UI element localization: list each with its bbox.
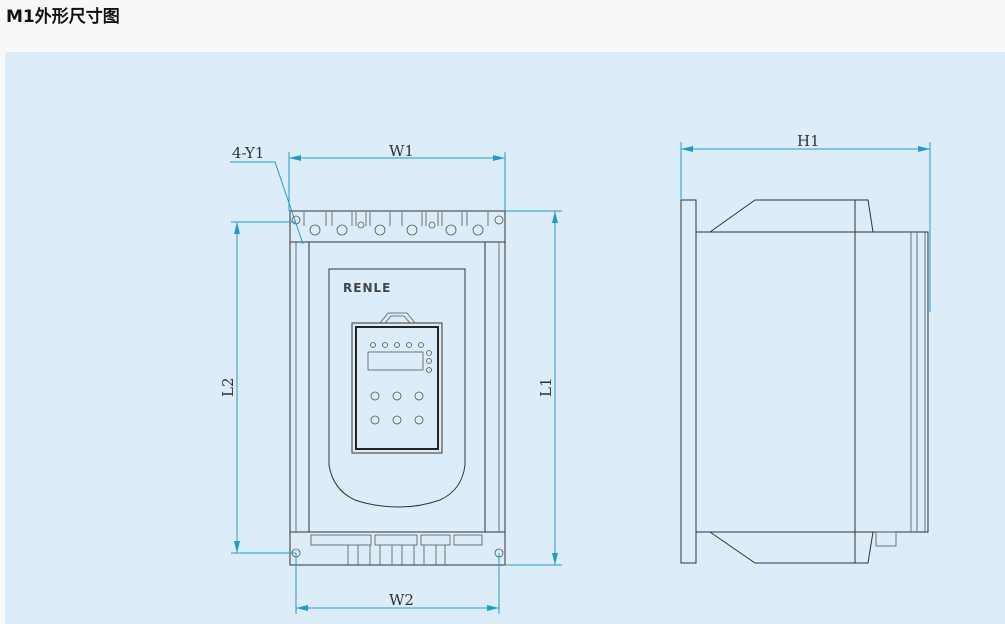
label-w2: W2 (389, 591, 414, 609)
side-view: H1 (680, 132, 931, 564)
label-l1: L1 (537, 377, 555, 397)
dimension-lines (230, 152, 562, 614)
label-l2: L2 (219, 377, 237, 397)
label-h1: H1 (797, 132, 820, 150)
label-w1: W1 (389, 142, 414, 160)
keypad (351, 312, 443, 454)
page-title: M1外形尺寸图 (6, 7, 120, 27)
label-4-y1: 4-Y1 (232, 144, 264, 162)
bottom-terminals (310, 534, 483, 565)
front-view: RENLE (219, 142, 562, 614)
brand-logo: RENLE (343, 281, 391, 295)
top-terminals (303, 212, 489, 236)
